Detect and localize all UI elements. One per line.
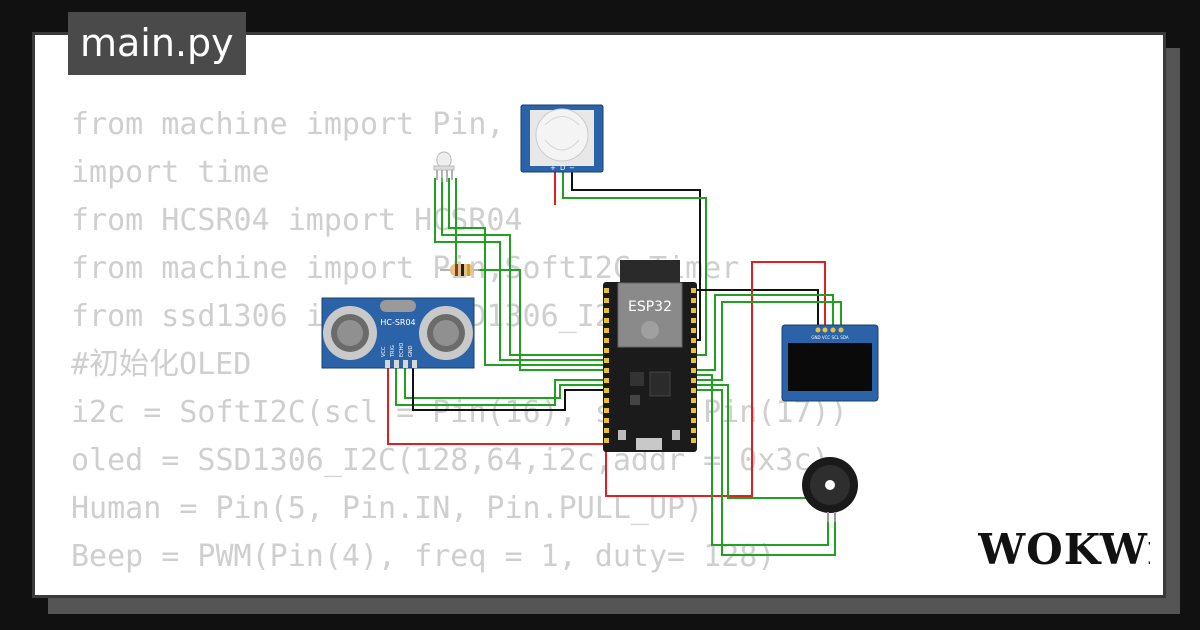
wire (395, 365, 612, 406)
wokwi-logo: WOKWi (978, 525, 1150, 574)
code-line: from machine import Pin,SoftI2C,Timer (71, 251, 740, 286)
wire (690, 289, 819, 330)
wire (562, 172, 707, 356)
hcsr04-pin-label: VCC (381, 346, 387, 357)
pir-pin-label: − (569, 164, 575, 172)
resistor[interactable] (440, 264, 480, 276)
code-line: #初始化OLED (71, 347, 252, 382)
code-line: from HCSR04 import HCSR04 (71, 203, 523, 238)
hcsr04-pin-label: TRIG (390, 345, 396, 358)
code-line: Beep = PWM(Pin(4), freq = 1, duty= 128) (71, 539, 776, 574)
code-line: import time (71, 155, 270, 190)
wire (478, 269, 612, 371)
wire (434, 178, 612, 361)
hcsr04-label: HC-SR04 (380, 318, 415, 327)
pir-pin-label: + (550, 164, 556, 172)
buzzer[interactable] (802, 457, 858, 522)
hcsr04-sensor[interactable]: HC-SR04 VCC TRIG ECHO GND (321, 297, 475, 369)
wire (441, 178, 612, 356)
rgb-led[interactable] (433, 151, 455, 182)
wokwi-logo-text: WOKWi (978, 525, 1150, 574)
wire (448, 178, 612, 366)
wire (690, 389, 836, 556)
file-tab[interactable]: main.py (68, 12, 246, 75)
wire (605, 261, 826, 497)
wire (690, 294, 834, 371)
wire (690, 374, 829, 546)
wire (412, 365, 612, 411)
wire (690, 384, 825, 499)
oled-display[interactable]: GND VCC SCL SDA (781, 324, 879, 402)
esp32-board[interactable]: ESP32 (603, 260, 697, 452)
esp32-label: ESP32 (628, 299, 672, 315)
pir-sensor[interactable]: + D − (520, 104, 604, 173)
hcsr04-pin-label: ECHO (399, 343, 405, 357)
wire (404, 365, 612, 399)
pir-pin-label: D (560, 164, 565, 172)
code-line: from machine import Pin, (71, 107, 505, 142)
hcsr04-pin-label: GND (408, 345, 414, 357)
wire (387, 365, 612, 445)
oled-pin-label: GND VCC SCL SDA (811, 335, 848, 340)
